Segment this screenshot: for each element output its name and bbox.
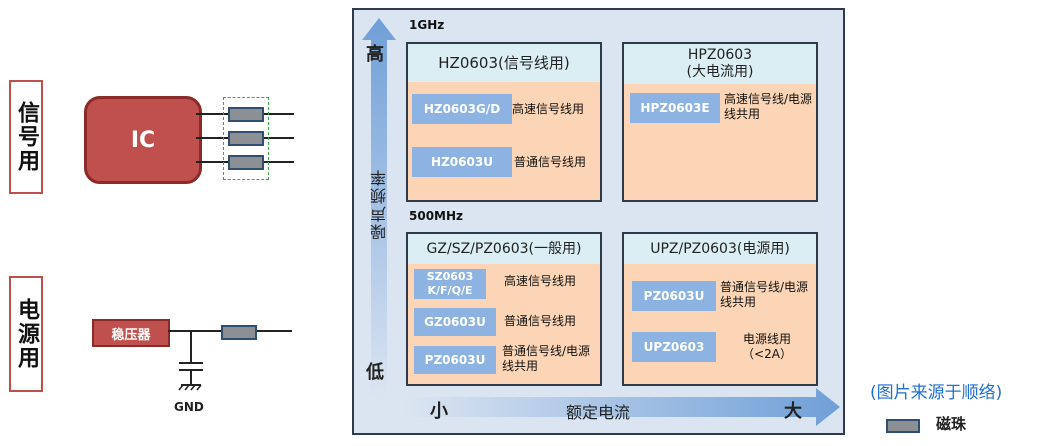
chip-hpz0603e: HPZ0603E: [630, 93, 720, 123]
ic-chip: IC: [84, 96, 202, 184]
desc-sz0603: 高速信号线用: [504, 274, 577, 288]
chip-pz0603u-gz: PZ0603U: [414, 346, 496, 374]
legend-bead-label: 磁珠: [936, 415, 967, 433]
freq-1ghz-label: 1GHz: [409, 18, 445, 32]
bead-icon: [221, 325, 257, 340]
power-use-label: 电源用: [9, 276, 43, 392]
hpz0603-box: HPZ0603 (大电流用) HPZ0603E 高速信号线/电源线共用: [622, 42, 818, 202]
ferrite-bead-selection-chart: 高 噪声频率 低 小 额定电流 大 1GHz 500MHz HZ0603(信号线…: [352, 8, 845, 435]
gz-sz-pz0603-box: GZ/SZ/PZ0603(一般用) SZ0603 K/F/Q/E 高速信号线用 …: [406, 232, 602, 386]
image-source-note: (图片来源于顺络): [870, 383, 1003, 403]
freq-500mhz-label: 500MHz: [409, 209, 464, 223]
chip-hz0603g-d: HZ0603G/D: [412, 94, 512, 124]
hz0603-title: HZ0603(信号线用): [408, 44, 600, 82]
desc-pz0603u-gz: 普通信号线/电源线共用: [502, 344, 591, 373]
voltage-regulator: 稳压器: [92, 319, 170, 347]
legend-bead-icon: [886, 419, 920, 433]
ground-label: GND: [174, 400, 204, 414]
upz-pz0603-box: UPZ/PZ0603(电源用) PZ0603U 普通信号线/电源线共用 UPZ0…: [622, 232, 818, 386]
chip-sz0603: SZ0603 K/F/Q/E: [414, 269, 486, 299]
axis-large-label: 大: [784, 401, 802, 422]
axis-low-label: 低: [366, 362, 384, 383]
chip-hz0603u: HZ0603U: [412, 147, 512, 177]
capacitor-ground-symbol: [178, 330, 203, 391]
hpz0603-title: HPZ0603 (大电流用): [624, 44, 816, 84]
gz-sz-pz0603-title: GZ/SZ/PZ0603(一般用): [408, 234, 600, 264]
signal-use-label: 信号用: [9, 80, 43, 194]
bead-icon: [228, 131, 264, 146]
bead-group-highlight: [223, 97, 269, 180]
y-axis-label: 噪声频率: [370, 168, 389, 240]
axis-small-label: 小: [430, 401, 448, 422]
chip-gz0603u: GZ0603U: [414, 308, 496, 336]
desc-gz0603u: 普通信号线用: [504, 314, 577, 328]
desc-hpz0603e: 高速信号线/电源线共用: [724, 92, 813, 121]
desc-pz0603u-upz: 普通信号线/电源线共用: [720, 280, 809, 309]
rated-current-arrow: [404, 388, 840, 426]
hz0603-box: HZ0603(信号线用) HZ0603G/D 高速信号线用 HZ0603U 普通…: [406, 42, 602, 202]
noise-frequency-arrow: [362, 18, 396, 398]
desc-upz0603: 电源线用（<2A）: [742, 332, 792, 361]
bead-icon: [228, 155, 264, 170]
desc-hz0603g-d: 高速信号线用: [512, 102, 585, 116]
axis-high-label: 高: [366, 44, 384, 65]
chip-upz0603: UPZ0603: [632, 332, 716, 362]
chip-pz0603u-upz: PZ0603U: [632, 281, 716, 311]
desc-hz0603u: 普通信号线用: [514, 155, 587, 169]
x-axis-label: 额定电流: [566, 403, 631, 422]
upz-pz0603-title: UPZ/PZ0603(电源用): [624, 234, 816, 264]
bead-icon: [228, 107, 264, 122]
